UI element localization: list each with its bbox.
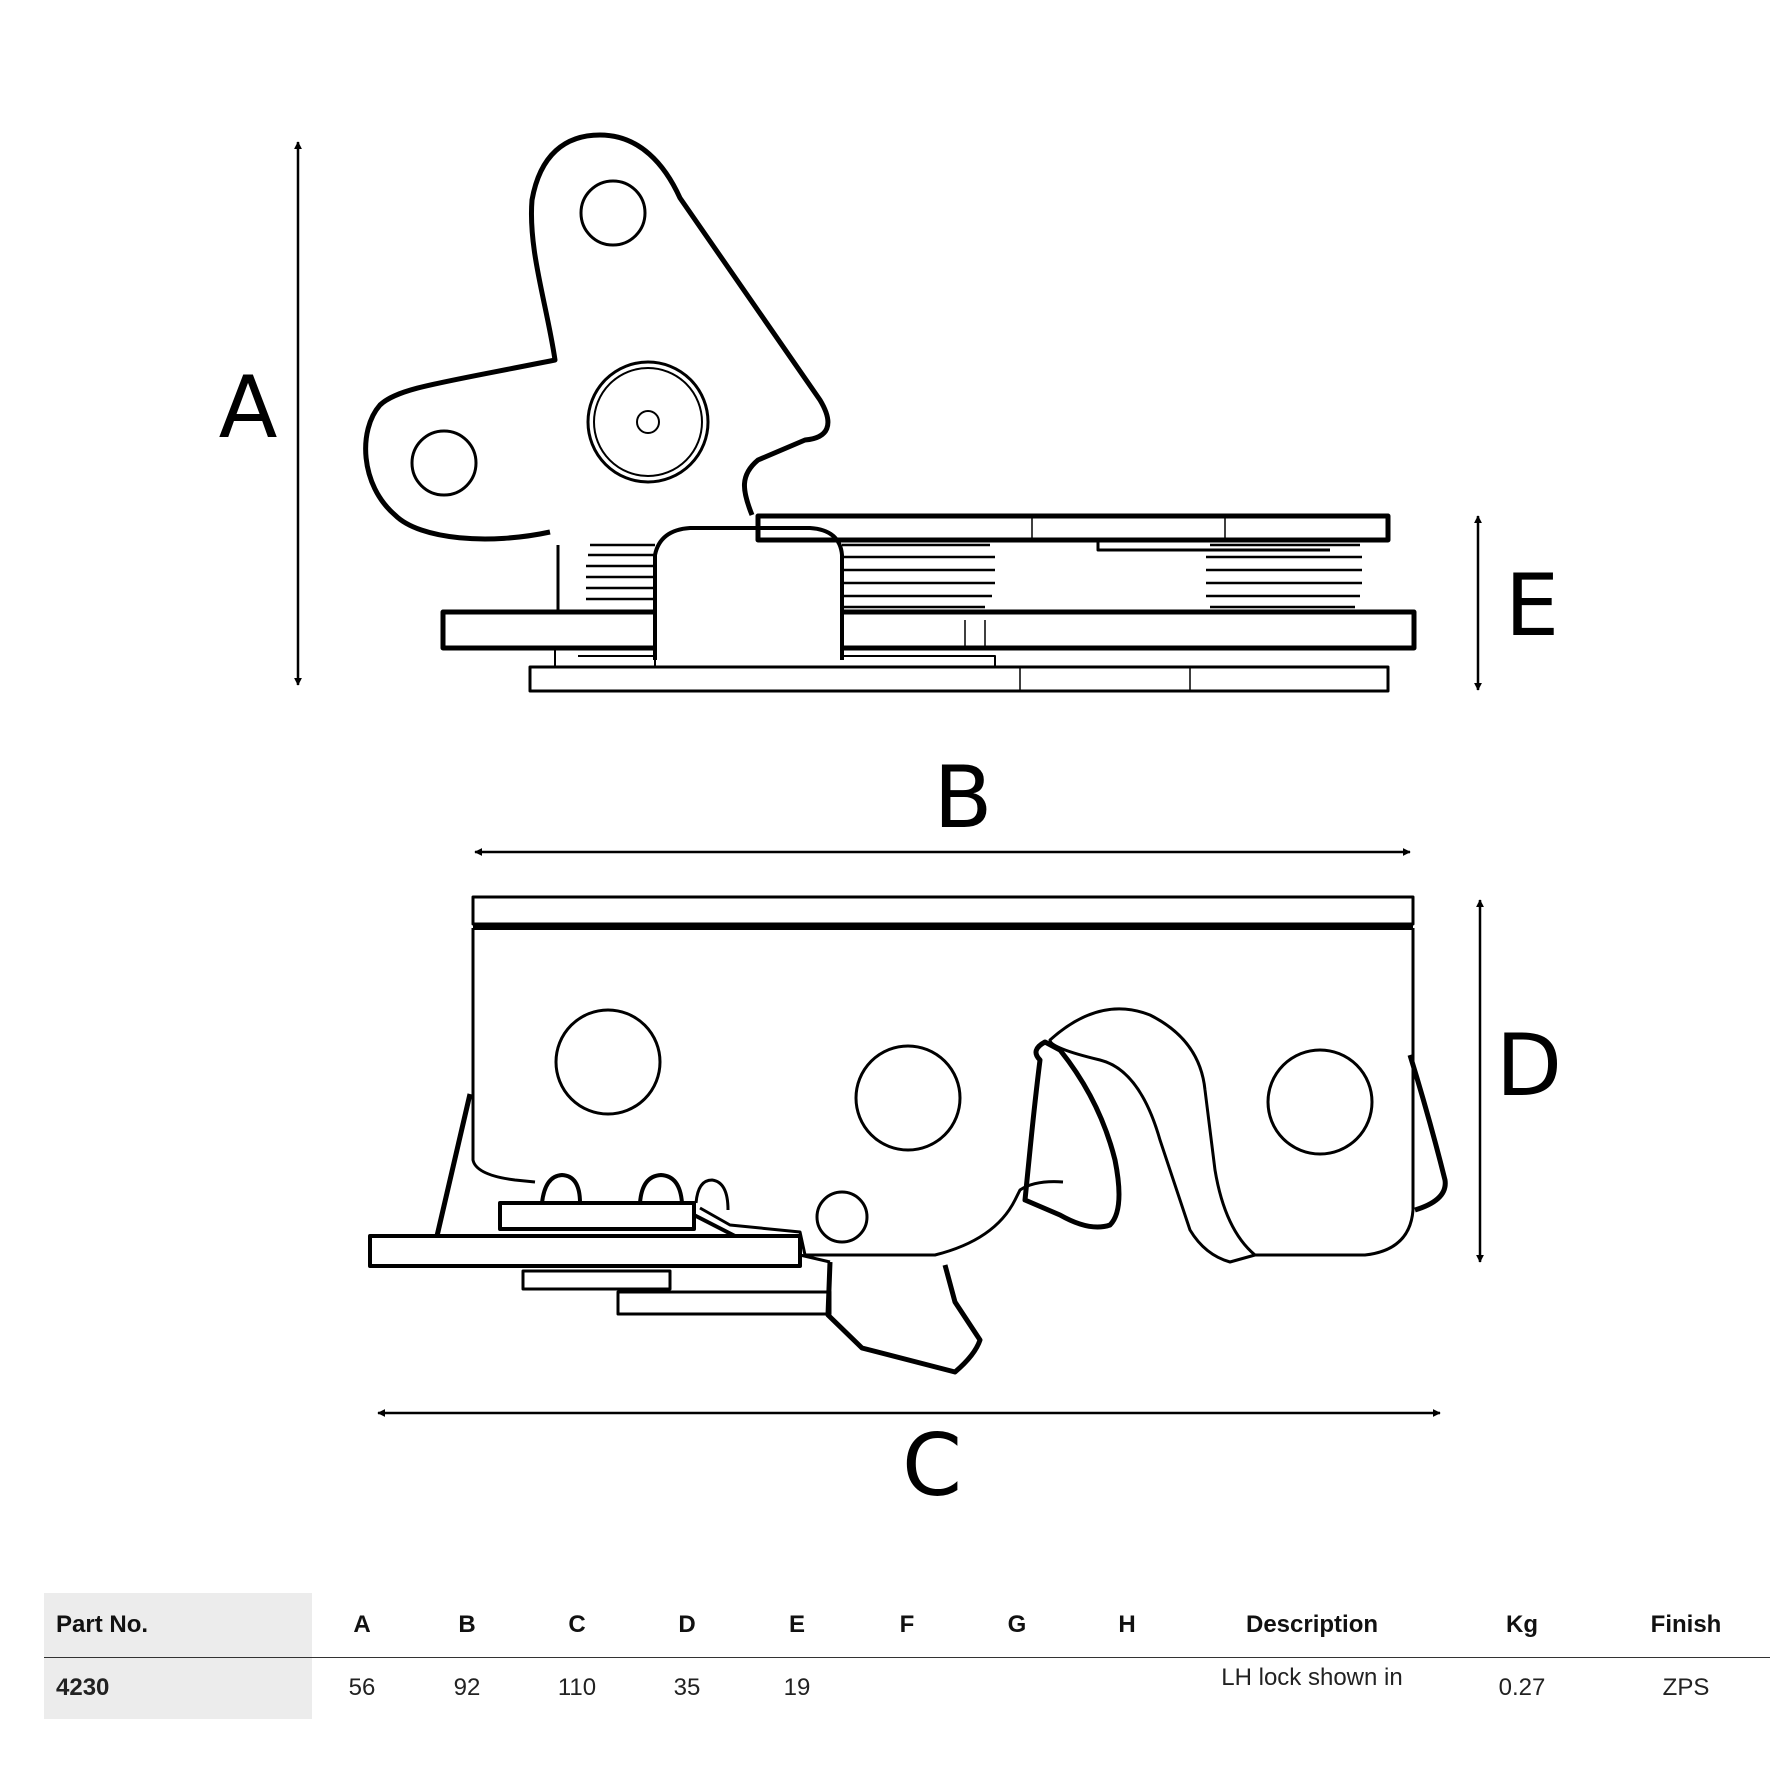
cell-part-no: 4230	[44, 1657, 312, 1719]
header-d: D	[632, 1593, 742, 1658]
rotor-hook	[1022, 1039, 1122, 1230]
center-boss	[653, 526, 844, 660]
header-kg: Kg	[1442, 1593, 1602, 1658]
dimension-a: A	[219, 141, 302, 686]
header-b: B	[412, 1593, 522, 1658]
top-rail	[471, 895, 1415, 926]
technical-drawing: A E B	[219, 132, 1562, 1516]
cell-g	[962, 1657, 1072, 1719]
cell-finish: ZPS	[1662, 1674, 1710, 1702]
housing-hole-1	[554, 1008, 662, 1116]
header-part-no: Part No.	[44, 1593, 312, 1658]
header-finish: Finish	[1602, 1593, 1770, 1658]
release-pawl	[825, 1261, 983, 1375]
cell-a: 56	[348, 1674, 376, 1702]
lever-plate	[363, 132, 831, 542]
pivot-rivet-outer	[586, 360, 710, 484]
dimension-a-label: A	[219, 358, 278, 458]
dimension-d-label: D	[1496, 1016, 1562, 1116]
housing-hole-small	[815, 1190, 869, 1244]
header-c: C	[522, 1593, 632, 1658]
top-plate	[755, 513, 1391, 543]
rivet-2	[638, 1173, 684, 1204]
header-g: G	[962, 1593, 1072, 1658]
housing-hole-2	[854, 1044, 962, 1152]
cell-f	[852, 1657, 962, 1719]
latch-housing	[471, 928, 1415, 1257]
base-plate-right	[842, 609, 1417, 651]
base-plate-left	[440, 609, 655, 651]
dimension-e: E	[1474, 515, 1559, 691]
header-h: H	[1072, 1593, 1182, 1658]
pivot-rivet-inner	[593, 367, 703, 477]
dimension-c-label: C	[902, 1416, 962, 1516]
housing-hole-3	[1266, 1048, 1374, 1156]
cell-h	[1072, 1657, 1182, 1719]
mounting-plate-main	[368, 1234, 802, 1268]
cell-e: 19	[783, 1674, 811, 1702]
dimension-c: C	[377, 1409, 1441, 1516]
rivet-1	[540, 1173, 582, 1204]
pivot-rivet-center	[636, 410, 660, 434]
cell-description: LH lock shown in	[1221, 1663, 1403, 1691]
table-row: 4230 56 92 110 35 19 LH lock shown in 0.…	[44, 1657, 1770, 1719]
table-header-row: Part No. A B C D E F G H Description Kg …	[44, 1593, 1770, 1658]
mounting-plate-top	[498, 1201, 696, 1231]
header-a: A	[312, 1593, 412, 1658]
lever-hole-left	[410, 429, 478, 497]
header-description: Description	[1182, 1593, 1442, 1658]
bottom-plate	[528, 665, 1390, 693]
cell-d: 35	[673, 1674, 701, 1702]
header-f: F	[852, 1593, 962, 1658]
side-view	[363, 132, 1417, 693]
header-e: E	[742, 1593, 852, 1658]
cell-b: 92	[453, 1674, 481, 1702]
dimension-b-label: B	[934, 748, 993, 848]
front-view	[368, 895, 1448, 1375]
spec-table: Part No. A B C D E F G H Description Kg …	[44, 1593, 1770, 1719]
cell-c: 110	[557, 1674, 597, 1702]
rotor-claw	[1048, 1007, 1257, 1264]
mounting-plate-lower	[521, 1269, 672, 1291]
springs	[586, 543, 1362, 609]
dimension-e-label: E	[1505, 556, 1559, 656]
cell-kg: 0.27	[1498, 1674, 1546, 1702]
detent-spring-right	[1407, 1054, 1448, 1213]
mounting-plate-bottom	[616, 1290, 832, 1316]
dimension-b: B	[474, 748, 1411, 856]
lever-hole-top	[579, 179, 647, 247]
rivet-3	[694, 1178, 730, 1211]
detent-spring-left	[434, 1093, 473, 1237]
dimension-d: D	[1476, 899, 1562, 1263]
